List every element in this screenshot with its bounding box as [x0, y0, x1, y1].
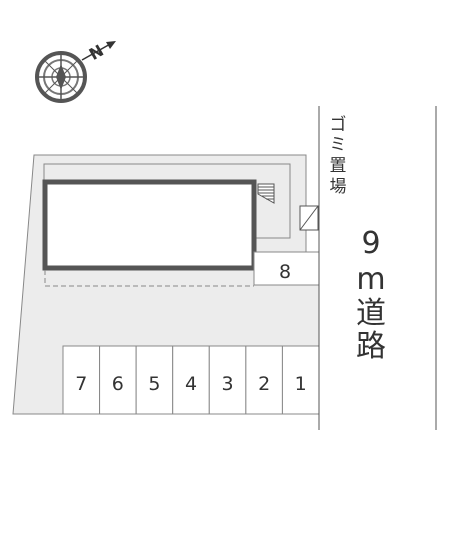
- parking-slot-2-number: 2: [258, 373, 270, 395]
- parking-slot-3-number: 3: [222, 373, 234, 395]
- parking-slot-5: [135, 345, 174, 415]
- parking-slot-1: [281, 345, 320, 415]
- garbage-label: ゴ ミ 置 場: [330, 114, 347, 197]
- parking-slot-4-number: 4: [185, 373, 197, 395]
- garbage-label-char-1: ゴ: [330, 114, 347, 135]
- road-label-char-1: 9: [361, 226, 380, 261]
- north-label: N: [86, 41, 107, 64]
- parking-slot-1-number: 1: [295, 373, 307, 395]
- parking-slot-6: [99, 345, 137, 415]
- parking-slot-8-number: 8: [279, 261, 291, 283]
- compass-rose-icon: [35, 51, 87, 103]
- garbage-label-char-2: ミ: [330, 135, 347, 155]
- parking-row: 7 6 5 4 3 2 1: [62, 345, 320, 415]
- road-label-char-4: 路: [356, 329, 386, 364]
- parking-slot-2: [245, 345, 283, 415]
- north-arrow-icon: N: [81, 41, 116, 64]
- parking-slot-5-number: 5: [148, 373, 160, 395]
- road-label-char-3: 道: [356, 296, 386, 331]
- parking-slot-7: [62, 345, 101, 415]
- garbage-label-char-4: 場: [330, 177, 347, 197]
- garbage-label-char-3: 置: [330, 156, 347, 176]
- building: [42, 179, 257, 271]
- parking-slot-6-number: 6: [112, 373, 124, 395]
- road-label-char-2: m: [356, 262, 385, 297]
- parking-slot-4: [172, 345, 210, 415]
- garbage-area-slash: [299, 205, 319, 231]
- road-label: 9 m 道 路: [356, 226, 386, 364]
- parking-slot-7-number: 7: [75, 373, 87, 395]
- stairs-icon: [257, 183, 275, 204]
